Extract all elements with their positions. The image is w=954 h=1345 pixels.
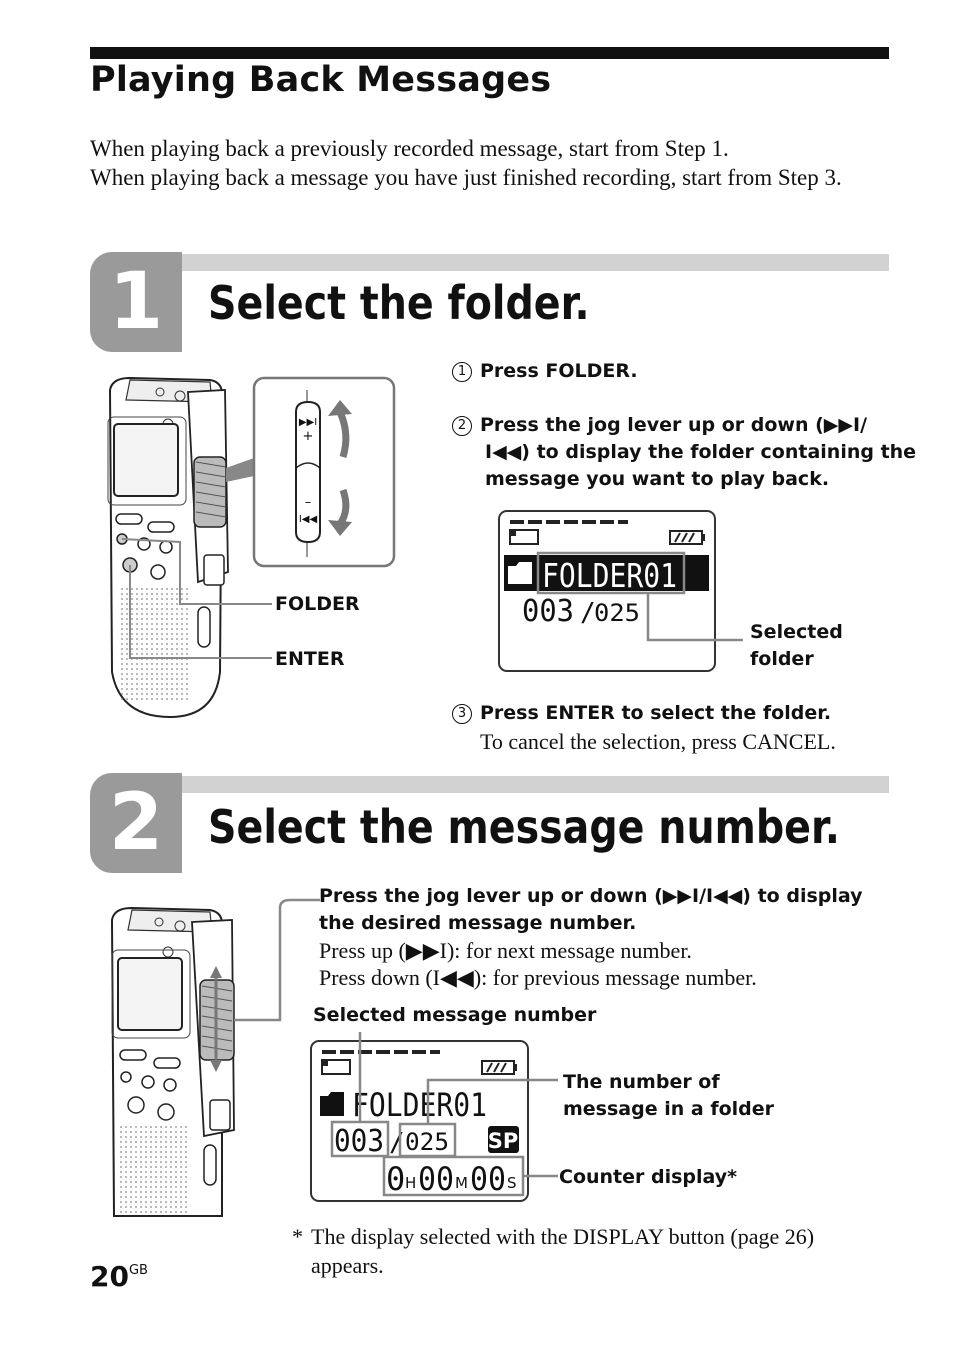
lcd2-mode: SP	[488, 1129, 519, 1153]
footnote-text: The display selected with the DISPLAY bu…	[311, 1224, 815, 1278]
lcd2-seconds-unit: S	[507, 1174, 517, 1192]
step1-header-bar	[181, 254, 889, 271]
page-number: 20GB	[90, 1260, 148, 1293]
jog-zoom-box	[252, 376, 396, 568]
sp-mode-badge	[488, 1126, 519, 1153]
step2-number-badge: 2	[90, 773, 182, 873]
folder-icon	[508, 562, 532, 584]
instruction-text: Press the jog lever up or down (▶▶I/ I◀◀…	[480, 414, 917, 490]
step2-header-bar	[181, 776, 889, 793]
circled-number-1: 1	[452, 362, 472, 382]
lcd-display-1: FOLDER01 003 / 025	[498, 510, 743, 672]
recorder-illustration-1: ▶▶I + – I◀◀	[107, 376, 396, 719]
label-selected-folder: Selected folder	[750, 621, 843, 670]
lcd2-folder-name: FOLDER01	[352, 1086, 487, 1124]
label-counter-display: Counter display*	[559, 1166, 738, 1188]
circled-number-2: 2	[452, 416, 472, 436]
top-rule	[90, 47, 889, 59]
step1-number-badge: 1	[90, 252, 182, 352]
instruction-text: Press ENTER to select the folder.	[480, 702, 832, 724]
svg-text:/: /	[389, 1128, 405, 1158]
label-folder: FOLDER	[275, 593, 360, 615]
footnote-asterisk: *	[292, 1224, 303, 1249]
step1-cancel-note: To cancel the selection, press CANCEL.	[480, 729, 836, 754]
step2-title: Select the message number.	[208, 800, 840, 854]
lcd-display-2: FOLDER01 003 / 025 SP 0 H 00 M 00 S	[310, 1032, 558, 1202]
arrow-up-icon	[336, 410, 350, 459]
lcd1-message-total: 025	[594, 599, 640, 627]
label-selected-message-number: Selected message number	[313, 1004, 597, 1026]
jog-lever	[193, 456, 227, 528]
lcd2-hours: 0	[386, 1160, 405, 1198]
svg-text:I◀◀: I◀◀	[299, 514, 318, 525]
svg-text:/: /	[580, 598, 596, 628]
lcd2-message-count: 003	[334, 1124, 384, 1159]
intro-text: When playing back a previously recorded …	[90, 134, 890, 192]
memory-icon	[321, 1059, 351, 1075]
instruction-text: Press FOLDER.	[480, 360, 638, 382]
label-number-of-messages: The number of message in a folder	[563, 1071, 775, 1120]
jog-arrows-icon	[210, 966, 222, 1072]
recorder-illustration-2	[110, 898, 320, 1217]
page-number-value: 20	[90, 1260, 129, 1293]
step2-instruction-down: Press down (I◀◀): for previous message n…	[319, 965, 757, 990]
page-title: Playing Back Messages	[90, 60, 552, 100]
circled-number-3: 3	[452, 704, 472, 724]
lcd2-message-total: 025	[405, 1128, 449, 1156]
recorder-screen	[117, 957, 183, 1031]
intro-line-1: When playing back a previously recorded …	[90, 136, 729, 161]
lcd2-minutes: 00	[418, 1160, 454, 1198]
step1-instruction-1: 1 Press FOLDER.	[452, 358, 892, 385]
recorder-screen	[113, 423, 179, 497]
svg-text:▶▶I: ▶▶I	[299, 417, 317, 428]
jog-minus: –	[305, 495, 312, 510]
label-enter: ENTER	[275, 648, 345, 670]
intro-line-2: When playing back a message you have jus…	[90, 165, 842, 190]
folder-icon	[320, 1092, 344, 1116]
memory-icon	[509, 529, 539, 545]
lcd1-folder-name: FOLDER01	[542, 556, 677, 595]
lcd2-hours-unit: H	[405, 1174, 416, 1192]
footnote: * The display selected with the DISPLAY …	[292, 1222, 892, 1280]
step1-instruction-3: 3 Press ENTER to select the folder.	[452, 700, 892, 727]
lcd1-message-count: 003	[522, 594, 574, 629]
step2-instruction-up: Press up (▶▶I): for next message number.	[319, 938, 692, 963]
page-number-suffix: GB	[128, 1263, 148, 1278]
step1-instruction-2: 2 Press the jog lever up or down (▶▶I/ I◀…	[452, 412, 917, 493]
jog-plus: +	[303, 429, 314, 444]
lcd2-minutes-unit: M	[455, 1174, 468, 1192]
step1-title: Select the folder.	[208, 276, 590, 330]
step2-instruction-main: Press the jog lever up or down (▶▶I/I◀◀)…	[319, 885, 863, 934]
lcd2-seconds: 00	[470, 1160, 506, 1198]
